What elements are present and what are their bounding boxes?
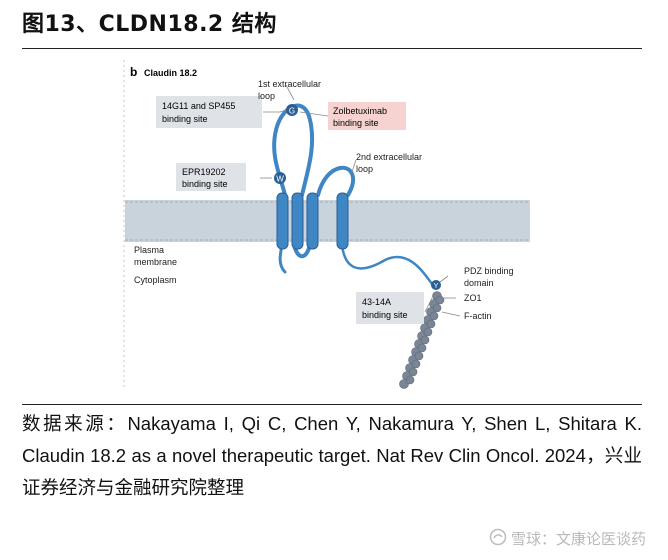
label-pdz-line2: domain (464, 278, 494, 288)
extracellular-loop-2 (316, 165, 356, 197)
claudin-diagram: b Claudin 18.2 G W Y (120, 60, 540, 404)
label-loop2-line2: loop (356, 164, 373, 174)
label-loop1-line1: 1st extracellular (258, 79, 321, 89)
box-epr19202: EPR19202 binding site (176, 163, 246, 191)
panel-letter: b (130, 65, 137, 79)
residue-marker-w: W (274, 172, 286, 184)
svg-text:G: G (289, 107, 295, 116)
membrane-band (125, 200, 530, 242)
top-rule (22, 48, 642, 49)
svg-text:binding site: binding site (362, 310, 408, 320)
label-loop1-line2: loop (258, 91, 275, 101)
box-14g11-sp455: 14G11 and SP455 binding site (156, 96, 262, 128)
tm-helix-1 (276, 192, 289, 250)
tm-helix-4 (336, 192, 349, 250)
box-zolbetuximab: Zolbetuximab binding site (328, 102, 406, 130)
f-actin-filament (399, 291, 445, 389)
label-membrane-line2: membrane (134, 257, 177, 267)
tm-helix-2 (291, 192, 304, 250)
watermark-text: 雪球：文康论医谈药 (510, 529, 646, 548)
svg-text:binding site: binding site (162, 114, 208, 124)
bottom-rule (22, 404, 642, 405)
svg-text:binding site: binding site (333, 118, 379, 128)
svg-text:14G11 and SP455: 14G11 and SP455 (162, 101, 235, 111)
label-factin: F-actin (464, 311, 492, 321)
figure-title: 图13、CLDN18.2 结构 (22, 12, 277, 37)
tm-helix-3 (306, 192, 319, 250)
residue-marker-g: G (286, 104, 298, 116)
svg-text:Y: Y (434, 283, 439, 290)
label-pdz-line1: PDZ binding (464, 266, 514, 276)
label-zo1: ZO1 (464, 293, 482, 303)
residue-marker-y: Y (431, 280, 441, 290)
panel-title: Claudin 18.2 (144, 68, 197, 78)
label-loop2-line1: 2nd extracellular (356, 152, 422, 162)
box-43-14a: 43-14A binding site (356, 292, 424, 324)
svg-text:43-14A: 43-14A (362, 297, 391, 307)
claudin-svg: b Claudin 18.2 G W Y (123, 60, 530, 390)
source-note: 数据来源：Nakayama I, Qi C, Chen Y, Nakamura … (22, 413, 642, 498)
plasma-membrane (125, 200, 530, 242)
svg-text:Zolbetuximab: Zolbetuximab (333, 106, 387, 116)
leader-lines (260, 84, 461, 317)
transmembrane-helices (276, 192, 349, 250)
snowball-logo-icon (489, 528, 507, 550)
watermark: 雪球：文康论医谈药 (489, 528, 646, 551)
svg-text:binding site: binding site (182, 179, 228, 189)
label-membrane-line1: Plasma (134, 245, 164, 255)
diagram-labels: 1st extracellular loop 2nd extracellular… (134, 79, 514, 321)
svg-text:W: W (276, 175, 284, 184)
label-cytoplasm: Cytoplasm (134, 275, 177, 285)
c-terminal-tail (340, 243, 437, 290)
svg-text:EPR19202: EPR19202 (182, 167, 226, 177)
